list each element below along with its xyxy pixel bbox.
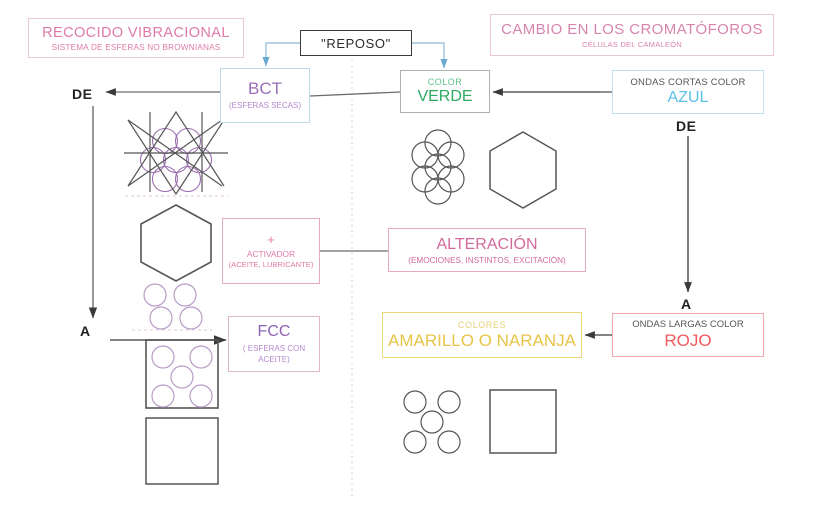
title-right-sub: CÉLULAS DEL CAMALEÓN: [582, 40, 682, 49]
title-left-main: RECOCIDO VIBRACIONAL: [42, 24, 230, 41]
fcc-square-circles: [151, 345, 213, 408]
reposo-to-verde-connector: [412, 42, 448, 69]
fcc-subtitle: ( ESFERAS CON ACEITE): [242, 343, 306, 364]
activador-subtitle: (ACEITE, LUBRICANTE): [228, 259, 314, 269]
label-de-right: DE: [676, 118, 697, 134]
reposo-label: "REPOSO": [321, 35, 391, 51]
reposo-to-bct-connector: [262, 42, 300, 67]
title-right-main: CAMBIO EN LOS CROMATÓFOROS: [501, 21, 763, 38]
azul-node: ONDAS CORTAS COLOR AZUL: [612, 70, 764, 114]
right-empty-square: [489, 389, 557, 454]
left-hexagon-outline: [140, 204, 212, 282]
bct-verde-link: [309, 91, 401, 97]
verde-title: VERDE: [417, 88, 473, 105]
azul-kicker: ONDAS CORTAS COLOR: [630, 77, 746, 88]
azul-title: AZUL: [667, 89, 709, 106]
amarillo-node: COLORES AMARILLO O NARANJA: [382, 312, 582, 358]
activador-node: + ACTIVADOR (ACEITE, LUBRICANTE): [222, 218, 320, 284]
title-box-left: RECOCIDO VIBRACIONAL SISTEMA DE ESFERAS …: [28, 18, 244, 58]
bct-title: BCT: [248, 79, 282, 99]
bct-hex-packing-illustration: [139, 127, 213, 193]
title-left-sub: SISTEMA DE ESFERAS NO BROWNIANAS: [51, 42, 221, 52]
reposo-node: "REPOSO": [300, 30, 412, 56]
alteracion-subtitle: (EMOCIONES, INSTINTOS, EXCITACIÓN): [408, 255, 566, 265]
title-box-right: CAMBIO EN LOS CROMATÓFOROS CÉLULAS DEL C…: [490, 14, 774, 56]
bct-hex-crossing-lines: [124, 110, 228, 196]
fcc-title: FCC: [257, 322, 291, 340]
fcc-node: FCC ( ESFERAS CON ACEITE): [228, 316, 320, 372]
label-a-left: A: [80, 323, 91, 339]
activador-title: ACTIVADOR: [246, 248, 296, 259]
left-empty-square: [145, 417, 219, 485]
bct-subtitle: (ESFERAS SECAS): [228, 101, 301, 111]
alteracion-title: ALTERACIÓN: [436, 235, 538, 253]
rojo-title: ROJO: [664, 331, 712, 350]
alteracion-node: ALTERACIÓN (EMOCIONES, INSTINTOS, EXCITA…: [388, 228, 586, 272]
amarillo-title: AMARILLO O NARANJA: [388, 330, 576, 350]
verde-kicker: COLOR: [427, 77, 463, 87]
rojo-kicker: ONDAS LARGAS COLOR: [632, 319, 744, 330]
label-a-right: A: [681, 296, 692, 312]
bct-node: BCT (ESFERAS SECAS): [220, 68, 310, 123]
amarillo-fcc-circles-illustration: [403, 390, 461, 454]
label-de-left: DE: [72, 86, 93, 102]
left-loose-circles-illustration: [143, 283, 203, 330]
activador-plus-sign: +: [267, 231, 275, 247]
rojo-node: ONDAS LARGAS COLOR ROJO: [612, 313, 764, 357]
verde-hex-packing-illustration: [411, 129, 465, 205]
fcc-square-outline: [145, 339, 219, 409]
right-hexagon-outline: [489, 131, 557, 209]
amarillo-kicker: COLORES: [457, 319, 507, 330]
verde-node: COLOR VERDE: [400, 70, 490, 113]
